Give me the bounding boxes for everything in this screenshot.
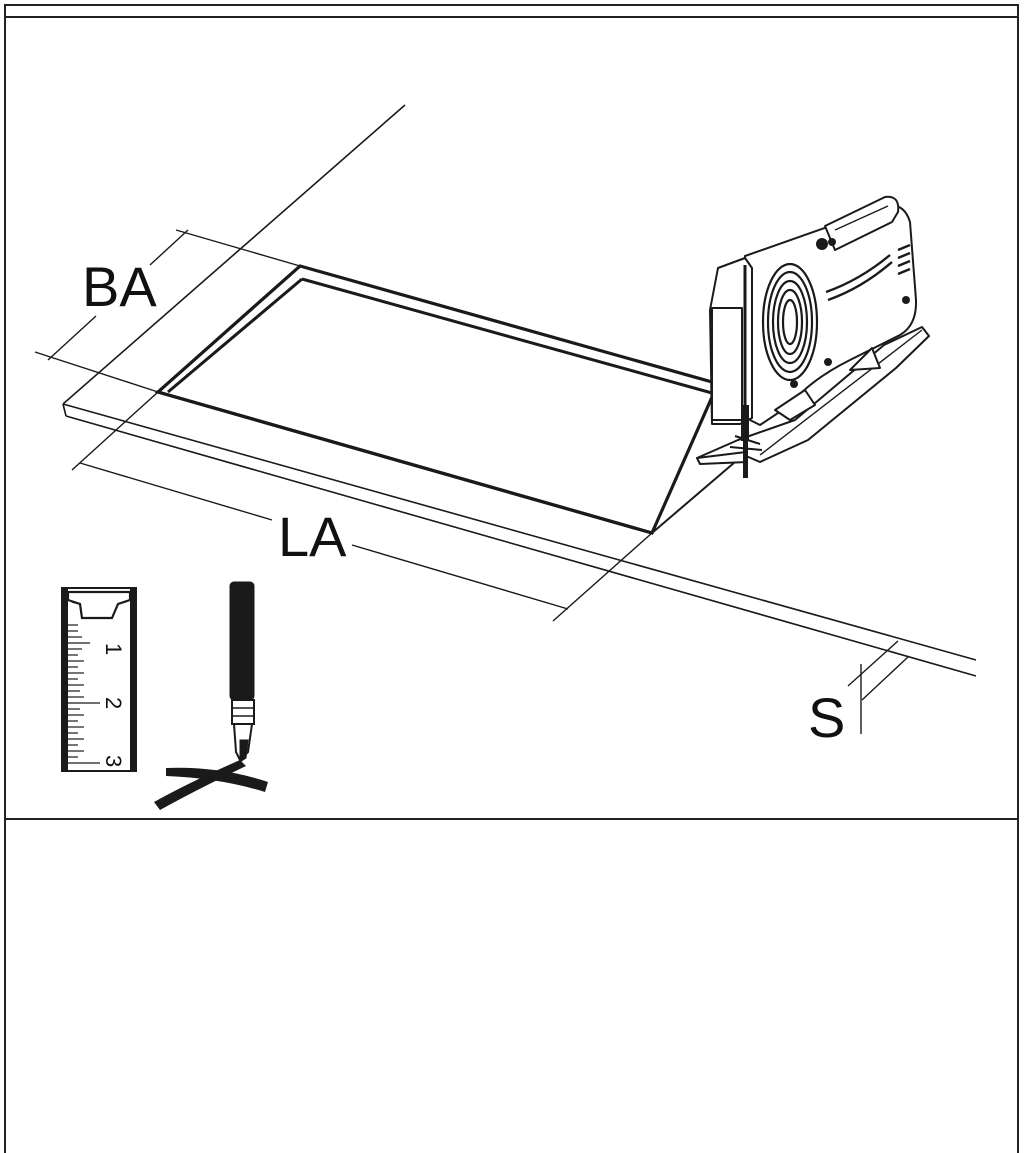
saw-cut-line <box>651 461 736 534</box>
la-dim-line-right <box>351 544 569 610</box>
cutout-outline <box>154 264 714 535</box>
ba-extension-top <box>175 229 301 267</box>
s-extension-bottom <box>861 656 909 701</box>
label-s: S <box>808 686 845 749</box>
worktop-back-edge <box>62 104 406 405</box>
worktop <box>62 104 1027 677</box>
ruler-mark-1: 1 <box>101 643 126 655</box>
la-extension-right <box>552 532 653 622</box>
worktop-front-edge-top <box>62 403 977 661</box>
jigsaw-motor-vents <box>761 262 819 382</box>
ruler-mark-3: 3 <box>101 755 126 767</box>
s-extension-top <box>847 640 899 687</box>
ruler-icon: 1 2 3 <box>61 587 137 772</box>
jigsaw-blade <box>729 405 763 478</box>
ruler-ticks <box>68 624 100 764</box>
cross-mark-icon <box>154 760 268 810</box>
cutout-inner-right <box>301 277 713 395</box>
ba-extension-bottom <box>34 351 159 393</box>
cutout-front-edge <box>157 390 653 535</box>
la-extension-left <box>71 391 159 471</box>
cutout-opening <box>154 264 736 535</box>
cutout-inner-back <box>167 277 303 394</box>
jigsaw-icon <box>696 195 930 478</box>
ba-dim-line-upper <box>149 229 189 266</box>
ruler-mark-2: 2 <box>101 697 126 709</box>
marker-pen-icon <box>229 581 255 763</box>
ba-dim-line-lower <box>47 315 97 361</box>
jigsaw-grip-slots <box>825 243 911 302</box>
label-ba: BA <box>82 255 157 318</box>
la-dim-line-left <box>79 462 273 521</box>
dimension-lines <box>34 229 909 734</box>
worktop-front-edge-bottom <box>65 415 977 677</box>
worktop-top-face <box>63 105 1027 660</box>
label-la: LA <box>278 505 347 568</box>
upper-panel <box>4 16 1019 820</box>
worktop-left-end <box>62 403 67 417</box>
